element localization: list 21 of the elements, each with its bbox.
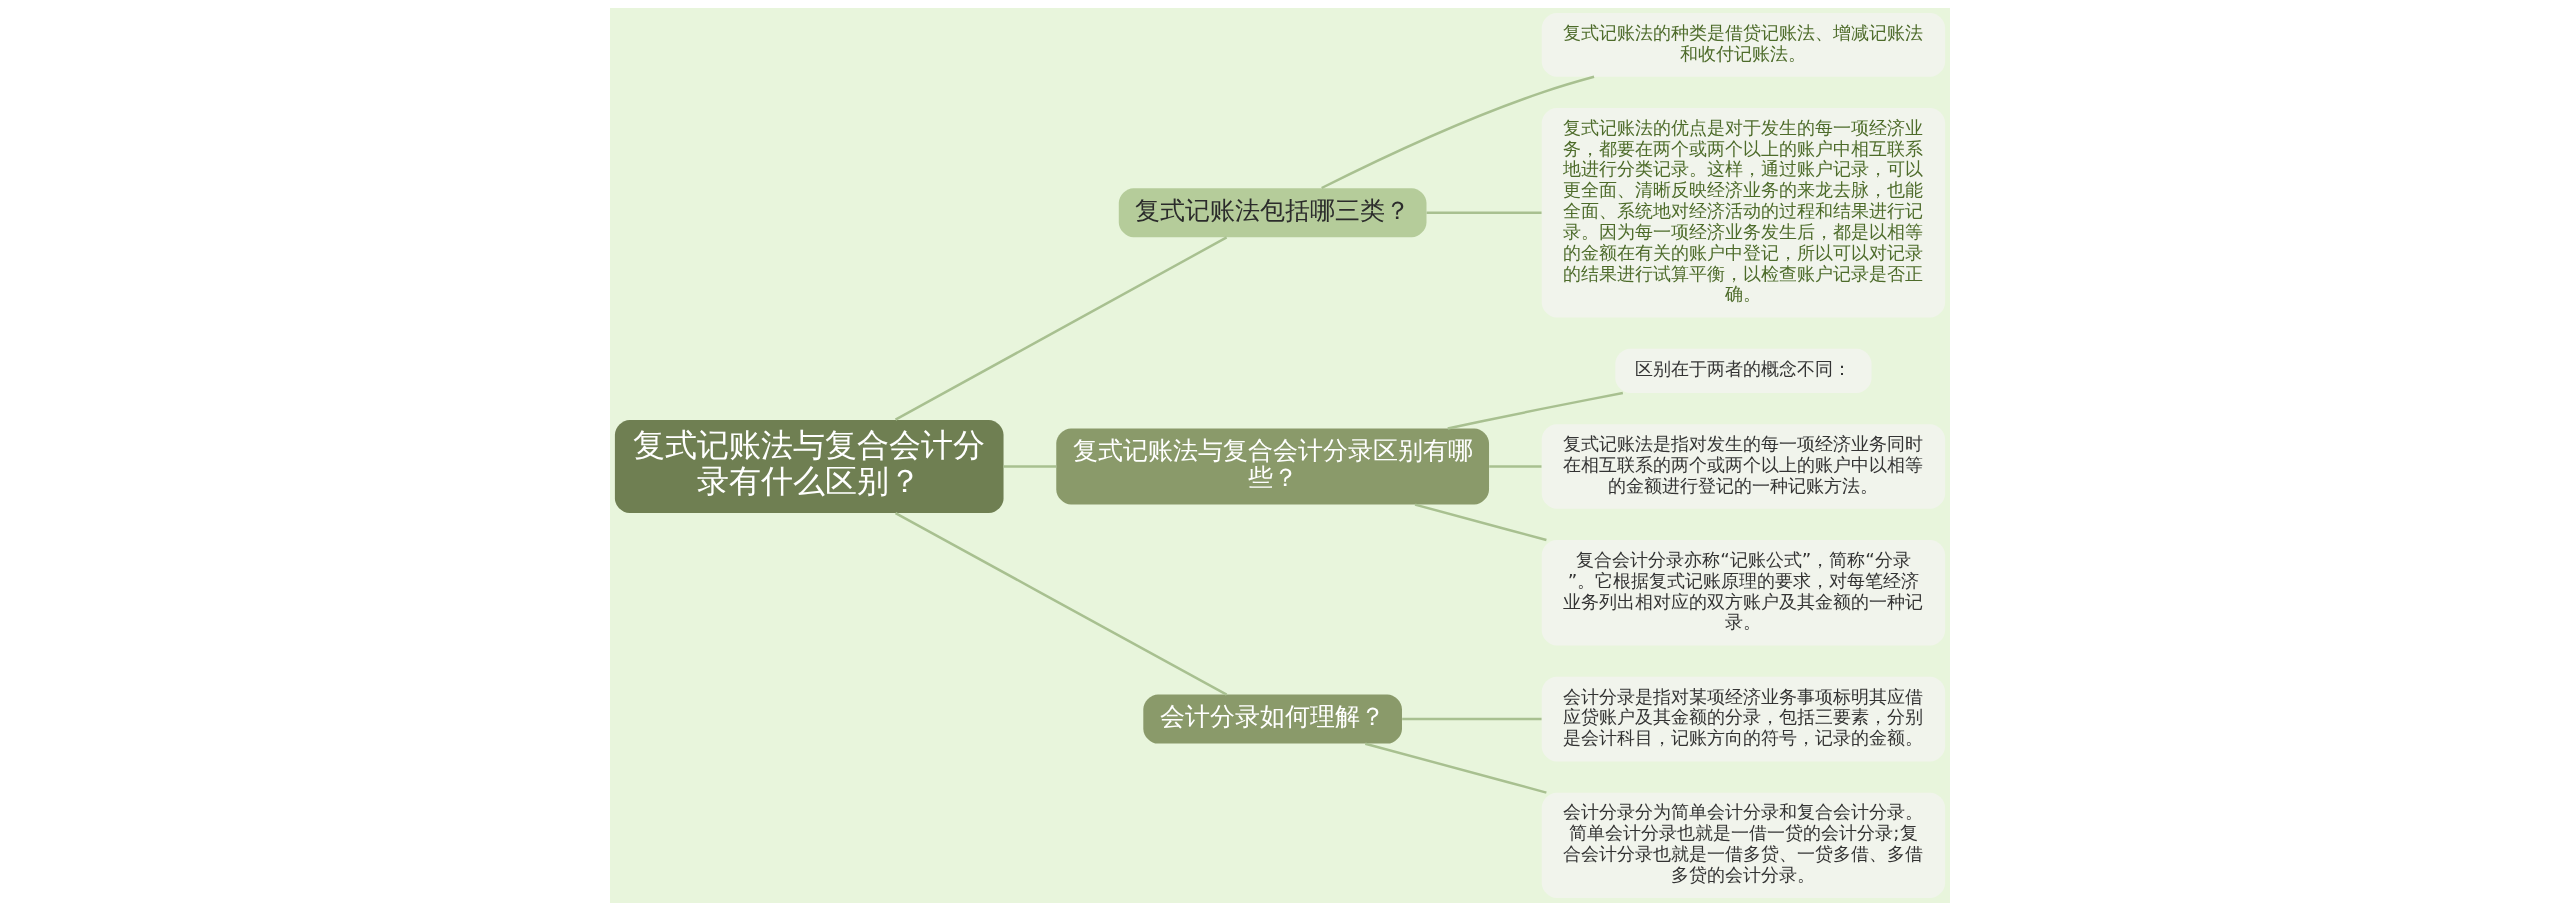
- node-box: 复式记账法包括哪三类？: [1118, 188, 1427, 238]
- node-box: 会计分录分为简单会计分录和复合会计分录。简单会计分录也就是一借一贷的会计分录;复合会计分录也就是一借多贷、一贷多借、多借多贷的会计分录。: [1541, 792, 1946, 899]
- node-box: 复合会计分录亦称“记账公式”，简称“分录”。它根据复式记账原理的要求，对每笔经济业务列出相对应的双方账户及其金额的一种记录。: [1541, 540, 1946, 646]
- connector: [1426, 211, 1542, 214]
- connector: [1414, 503, 1547, 542]
- node-box: 会计分录是指对某项经济业务事项标明其应借应贷账户及其金额的分录，包括三要素，分别是会计科目，记账方向的符号，记录的金额。: [1541, 676, 1946, 762]
- connector: [1321, 75, 1595, 190]
- node-box: 区别在于两者的概念不同：: [1615, 348, 1872, 393]
- node-box: 复式记账法的优点是对于发生的每一项经济业务，都要在两个或两个以上的账户中相互联系地进行分类记录。这样，通过账户记录，可以更全面、清晰反映经济业务的来龙去脉，也能全面、系统地对经济活动的过程和结果进行记录。因为每一项经济业务发生后，都是以相等的金额在有关的账户中登记，所以可以对记录的结果进行试算平衡，以检查账户记录是否正确。: [1541, 107, 1946, 318]
- node-box: 复式记账法与复合会计分录有什么区别？: [614, 419, 1004, 514]
- connector: [894, 236, 1228, 421]
- connector: [1003, 465, 1057, 468]
- connector: [894, 512, 1228, 696]
- node-box: 复式记账法的种类是借贷记账法、增减记账法和收付记账法。: [1541, 12, 1946, 77]
- connector: [1489, 465, 1542, 468]
- connector: [1364, 742, 1547, 794]
- node-box: 复式记账法是指对发生的每一项经济业务同时在相互联系的两个或两个以上的账户中以相等的金额进行登记的一种记账方法。: [1541, 424, 1946, 509]
- node-box: 会计分录如何理解？: [1143, 694, 1402, 744]
- node-box: 复式记账法与复合会计分录区别有哪些？: [1056, 428, 1490, 505]
- connector: [1447, 391, 1624, 430]
- connector: [1402, 717, 1542, 721]
